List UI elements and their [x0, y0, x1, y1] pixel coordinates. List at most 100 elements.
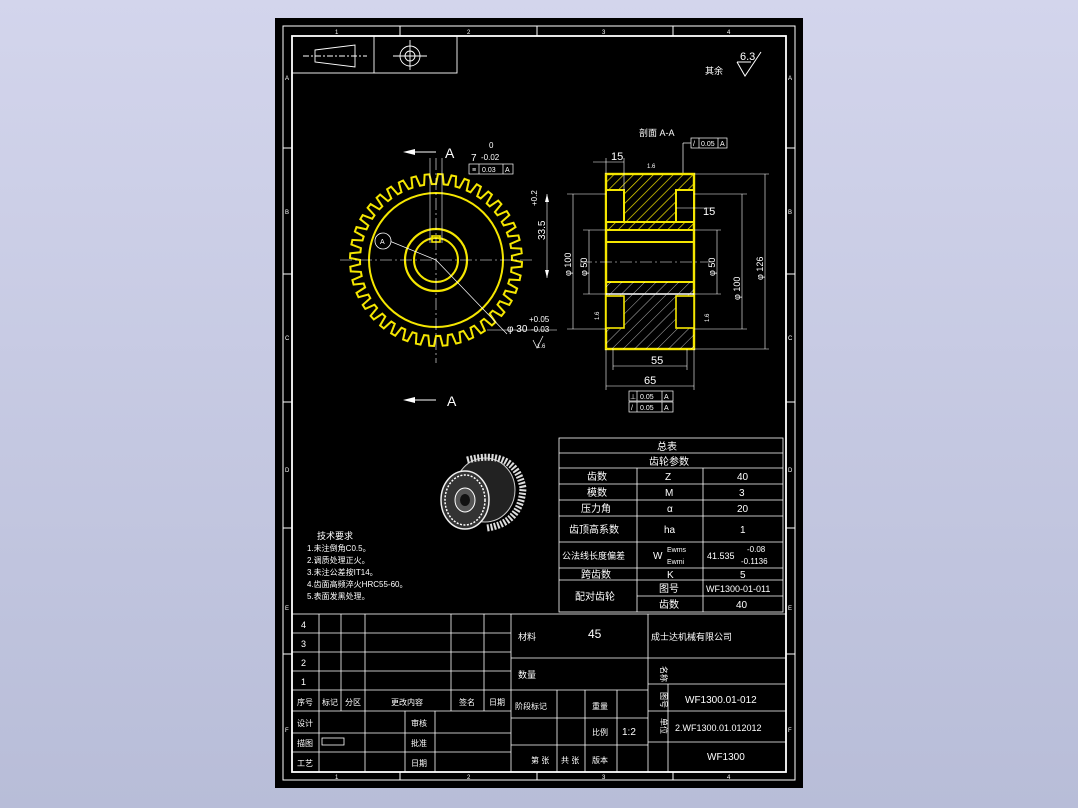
param-label: 跨齿数: [581, 568, 611, 581]
row-label: F: [788, 728, 792, 734]
runout-icon: /: [631, 405, 633, 412]
header-cell: 标记: [322, 697, 338, 707]
dia-100-left: φ 100: [563, 253, 573, 276]
runout-ref: A: [720, 141, 725, 148]
param-label: 齿数: [587, 470, 607, 483]
bore-roughness: 1.6: [537, 344, 546, 350]
drawing-sheet: 1 2 3 4 1 2 3 4 A B C D E F A B C D E F …: [275, 18, 803, 788]
param-symbol: W: [653, 551, 663, 562]
param-label: 压力角: [581, 502, 611, 515]
file-number: 2.WF1300.01.012012: [675, 723, 762, 733]
note-item: 2.调质处理正火。: [307, 555, 370, 565]
row-label: D: [788, 468, 793, 474]
dia-50-left: φ 50: [579, 258, 589, 276]
rev-row-no: 3: [301, 639, 306, 649]
perp-ref: A: [664, 394, 669, 401]
param-value-lower: -0.1136: [741, 557, 768, 566]
sign-label: 日期: [411, 759, 427, 768]
notes-title: 技术要求: [317, 530, 353, 541]
gear-front-view: A A A 7 0 -0.02 ≡ 0.03 A 33.5 +0.2 φ 30 …: [340, 141, 557, 409]
depth-dim: 33.5: [537, 220, 548, 240]
header-cell: 更改内容: [391, 697, 423, 707]
bore-dim: φ 30: [507, 324, 528, 335]
row-label: E: [285, 606, 289, 612]
gear-3d-preview: [440, 453, 527, 532]
col-label: 1: [335, 775, 339, 781]
note-item: 1.未注倒角C0.5。: [307, 543, 371, 553]
bore-dev-up: +0.05: [529, 315, 550, 324]
note-item: 4.齿面高频淬火HRC55-60。: [307, 579, 407, 589]
param-symbol-upper: Ewms: [667, 547, 687, 554]
section-dim-15a: 15: [611, 151, 623, 163]
gear-parameter-table: [558, 437, 784, 613]
section-arrow-icon: [403, 149, 415, 155]
sign-label: 批准: [411, 738, 427, 748]
sym-tol-value: 0.03: [482, 167, 496, 174]
param-label: 齿顶高系数: [569, 523, 619, 536]
gear-parameter-text: 总表 齿轮参数 齿数 Z 40 模数 M 3 压力角 α 20 齿顶高系数 ha…: [562, 440, 770, 611]
params-subtitle: 齿轮参数: [649, 455, 689, 468]
row-label: B: [285, 210, 289, 216]
section-view: 剖面 A-A / 0.05 A: [563, 127, 769, 413]
corner-roughness-value: 6.3: [740, 51, 755, 63]
mating-row-label: 图号: [659, 583, 679, 595]
col-label: 1: [335, 30, 339, 36]
rev-row-no: 1: [301, 677, 306, 687]
header-cell: 序号: [297, 697, 313, 707]
row-label: A: [285, 76, 289, 82]
rev-row-no: 4: [301, 620, 306, 630]
perp-icon: ⊥: [630, 394, 636, 401]
param-label: 公法线长度偏差: [562, 550, 625, 561]
corner-roughness: 其余 6.3: [705, 51, 762, 77]
header-cell: 签名: [459, 697, 475, 707]
dia-50-right: φ 50: [707, 258, 717, 276]
header-cell: 分区: [345, 698, 361, 707]
mating-row-value: WF1300-01-011: [706, 584, 770, 594]
title-block-text: 4 3 2 1 序号 标记 分区 更改内容 签名 日期 设计 描图 工艺 审核 …: [297, 620, 762, 768]
keyway-dim: 7: [471, 153, 477, 164]
section-arrow-icon: [403, 397, 415, 403]
col-label: 3: [602, 30, 606, 36]
col-label: 3: [602, 775, 606, 781]
note-item: 5.表面发黑处理。: [307, 591, 370, 601]
svg-text:/: /: [693, 141, 695, 148]
params-title: 总表: [657, 440, 677, 453]
product-name: WF1300: [707, 752, 745, 763]
sign-label: 审核: [411, 718, 427, 728]
section-letter-bottom: A: [447, 393, 457, 409]
right-label: 名称: [659, 666, 669, 682]
param-value: 41.535: [707, 551, 735, 561]
corner-label: 其余: [705, 65, 723, 76]
right-label: 单位: [659, 718, 669, 734]
weight-label: 重量: [592, 701, 608, 711]
material-label: 材料: [518, 631, 536, 642]
param-symbol: ha: [664, 525, 676, 536]
depth-dev: +0.2: [530, 190, 539, 206]
param-value: 3: [739, 488, 745, 499]
title-block-grid: [291, 613, 787, 773]
sheet-total-label: 共 张: [561, 756, 579, 765]
runout-bottom-ref: A: [664, 405, 669, 412]
keyway-dev-low: -0.02: [481, 153, 500, 162]
param-value: 5: [740, 570, 746, 581]
roughness-icon: [532, 335, 544, 349]
gear-drawing: 1 2 3 4 1 2 3 4 A B C D E F A B C D E F …: [282, 25, 796, 781]
sheet-label: 第 张: [531, 755, 549, 765]
roughness-icon: [736, 51, 762, 77]
section-dim-15b: 15: [703, 206, 715, 218]
note-item: 3.未注公差按IT14。: [307, 567, 378, 577]
col-label: 4: [727, 30, 731, 36]
section-title: 剖面 A-A: [639, 127, 675, 138]
row-label: E: [788, 606, 792, 612]
row-label: F: [285, 728, 289, 734]
section-letter-top: A: [445, 145, 455, 161]
datum-circle: [374, 232, 392, 250]
param-value: 40: [737, 472, 749, 483]
right-label: 图号: [659, 692, 668, 708]
param-symbol: M: [665, 488, 673, 499]
runout-bottom-value: 0.05: [640, 405, 654, 412]
mating-row-value: 40: [736, 600, 748, 611]
datum-letter: A: [380, 239, 385, 246]
dia-100-right: φ 100: [732, 277, 742, 300]
dia-126: φ 126: [755, 257, 765, 280]
